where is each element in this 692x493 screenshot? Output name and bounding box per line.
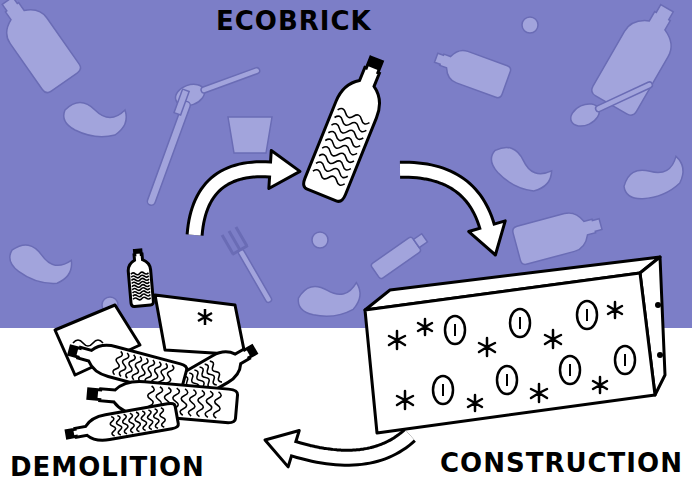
stage-node: DEMOLITION [45,235,265,445]
plastic-waste [589,0,688,117]
plastic-waste [312,232,328,248]
plastic-waste [567,75,656,131]
brick-wall [365,273,655,433]
cycle-arrow [195,151,300,235]
plastic-waste [370,230,429,279]
stage-label: CONSTRUCTION [440,448,683,479]
star-mark [531,384,547,402]
plastic-waste [174,89,189,115]
brick-wall [365,257,665,433]
star-mark [479,338,495,356]
star-mark [545,330,561,348]
star-mark [418,319,432,335]
plastic-waste [228,117,272,153]
star-mark [608,302,622,318]
cycle-arrow [265,431,410,467]
plastic-waste [567,100,603,131]
plastic-waste [595,81,654,113]
plastic-waste [430,42,511,99]
ecobrick-illustration [301,51,396,203]
plastic-waste [6,242,73,287]
plastic-waste [485,143,555,196]
rubble-pile [65,403,179,445]
rubble-pile [55,249,262,445]
stage-label: DEMOLITION [10,452,205,483]
rubble-pile [65,403,179,445]
plastic-waste [295,275,364,324]
plastic-waste [295,275,364,324]
plastic-waste [64,103,127,137]
plastic-waste [200,67,260,94]
rubble-pile [126,249,153,307]
plastic-waste [0,0,690,324]
plastic-waste [512,205,606,265]
stage-node: CONSTRUCTION [355,255,667,435]
arrow-body [287,435,410,458]
plastic-waste [512,205,606,265]
stage-label: ECOBRICK [216,6,372,37]
demolition-illustration [45,235,265,445]
rubble-pile [155,295,245,355]
star-mark [593,377,607,393]
plastic-waste [414,234,428,248]
plastic-waste [6,242,73,287]
plastic-waste [0,0,83,95]
ecobrick-illustration [301,51,396,203]
plastic-waste [0,0,83,95]
plastic-waste [430,42,511,99]
plastic-waste [237,249,272,304]
plastic-waste [221,226,278,306]
stage-node: ECOBRICK [300,45,400,205]
rubble-pile [126,249,153,307]
plastic-waste [221,226,248,254]
plastic-waste [146,100,191,206]
bottle-bottom [443,309,625,396]
wall-dot [657,352,663,358]
construction-illustration [355,255,667,435]
plastic-waste [619,149,690,210]
plastic-waste [370,236,421,279]
arrow-body [195,169,277,235]
wall-dot [655,302,663,358]
plastic-waste [589,0,688,117]
star-mark [468,395,482,411]
plastic-waste [64,103,127,137]
star-mark [389,302,622,411]
rubble-pile [198,309,212,325]
wall-dot [655,302,661,308]
ecobrick-illustration [300,45,400,205]
arrow-body [400,170,489,233]
star-mark [389,331,405,349]
cycle-arrow [400,170,505,255]
plastic-waste [485,143,555,196]
plastic-waste [142,89,195,206]
plastic-waste [522,17,538,33]
plastic-waste [619,149,690,210]
plastic-waste [228,117,272,153]
bottle-bottom [433,301,635,404]
star-mark [397,391,413,409]
